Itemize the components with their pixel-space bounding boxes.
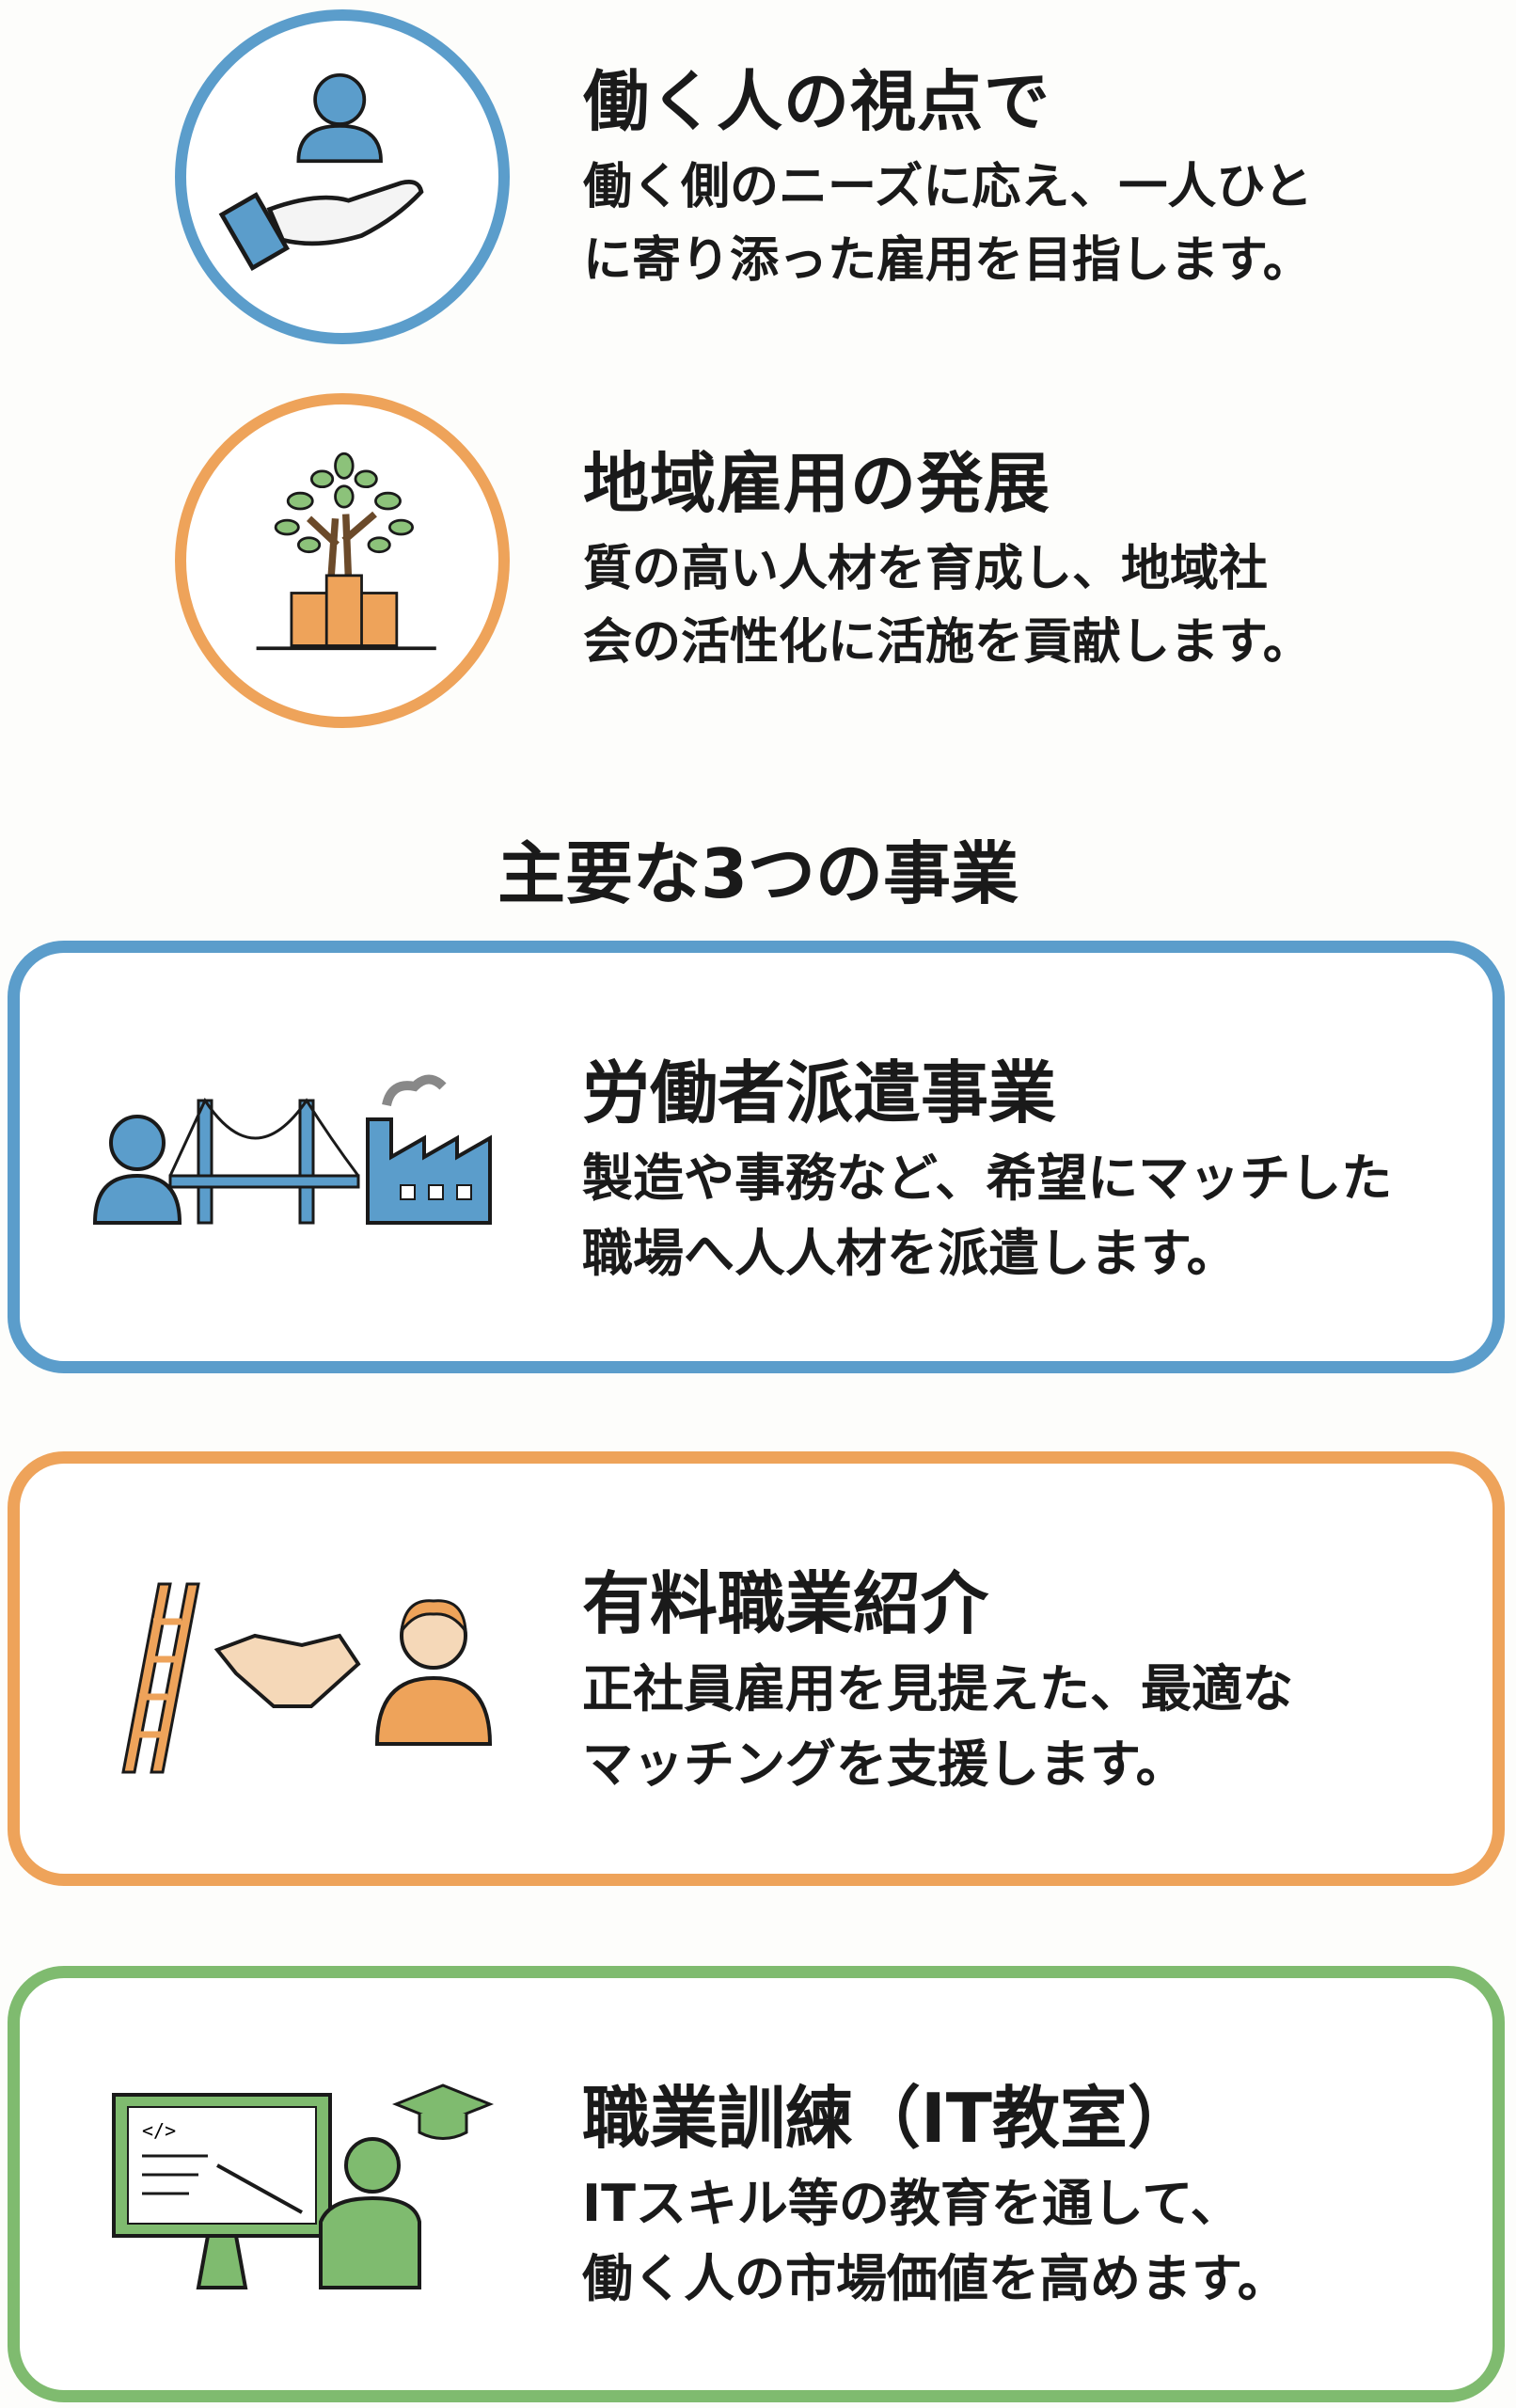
value-desc-2-line-2: 会の活性化に活施を貢献します。	[583, 614, 1312, 671]
service-title-2: 有料職業紹介	[582, 1564, 989, 1643]
service-card-training: </> 職業訓練（IT教室） ITスキル等の教育を通して、 働く人の市場価値を高…	[8, 1966, 1505, 2402]
section-title: 主要な3つの事業	[497, 834, 1019, 913]
value-title-1: 働く人の視点で	[583, 63, 1050, 140]
tree-building-icon	[256, 452, 436, 651]
service-desc-2-line-1: 正社員雇用を見提えた、最適な	[582, 1659, 1293, 1719]
service-desc-3-line-2: 働く人の市場価値を高めます。	[582, 2249, 1288, 2308]
value-desc-1-line-2: に寄り添った雇用を目指します。	[583, 232, 1312, 289]
value-icon-circle-2	[175, 393, 510, 728]
person-bridge-factory-icon	[92, 1074, 492, 1225]
value-icon-circle-1	[175, 9, 510, 344]
service-card-dispatch: 労働者派遣事業 製造や事務など、希望にマッチした 職場へ人人材を派遣します。	[8, 941, 1505, 1373]
service-desc-1-line-1: 製造や事務など、希望にマッチした	[582, 1149, 1393, 1208]
service-desc-1-line-2: 職場へ人人材を派遣します。	[582, 1224, 1238, 1283]
value-title-2: 地域雇用の発展	[583, 445, 1050, 522]
service-title-3: 職業訓練（IT教室）	[582, 2079, 1195, 2158]
value-desc-2-line-1: 質の高い人材を育成し、地域社	[583, 541, 1269, 597]
service-desc-2-line-2: マッチングを支援します。	[582, 1735, 1187, 1794]
monitor-teacher-icon: </>	[112, 2083, 495, 2289]
hand-holding-person-icon	[218, 72, 424, 271]
service-card-placement: 有料職業紹介 正社員雇用を見提えた、最適な マッチングを支援します。	[8, 1451, 1505, 1886]
value-desc-1-line-1: 働く側のニーズに応え、一人ひと	[583, 159, 1313, 215]
service-title-1: 労働者派遣事業	[582, 1054, 1057, 1133]
code-label: </>	[142, 2119, 176, 2142]
ladder-handshake-person-icon	[121, 1582, 493, 1774]
service-desc-3-line-1: ITスキル等の教育を通して、	[582, 2174, 1241, 2233]
